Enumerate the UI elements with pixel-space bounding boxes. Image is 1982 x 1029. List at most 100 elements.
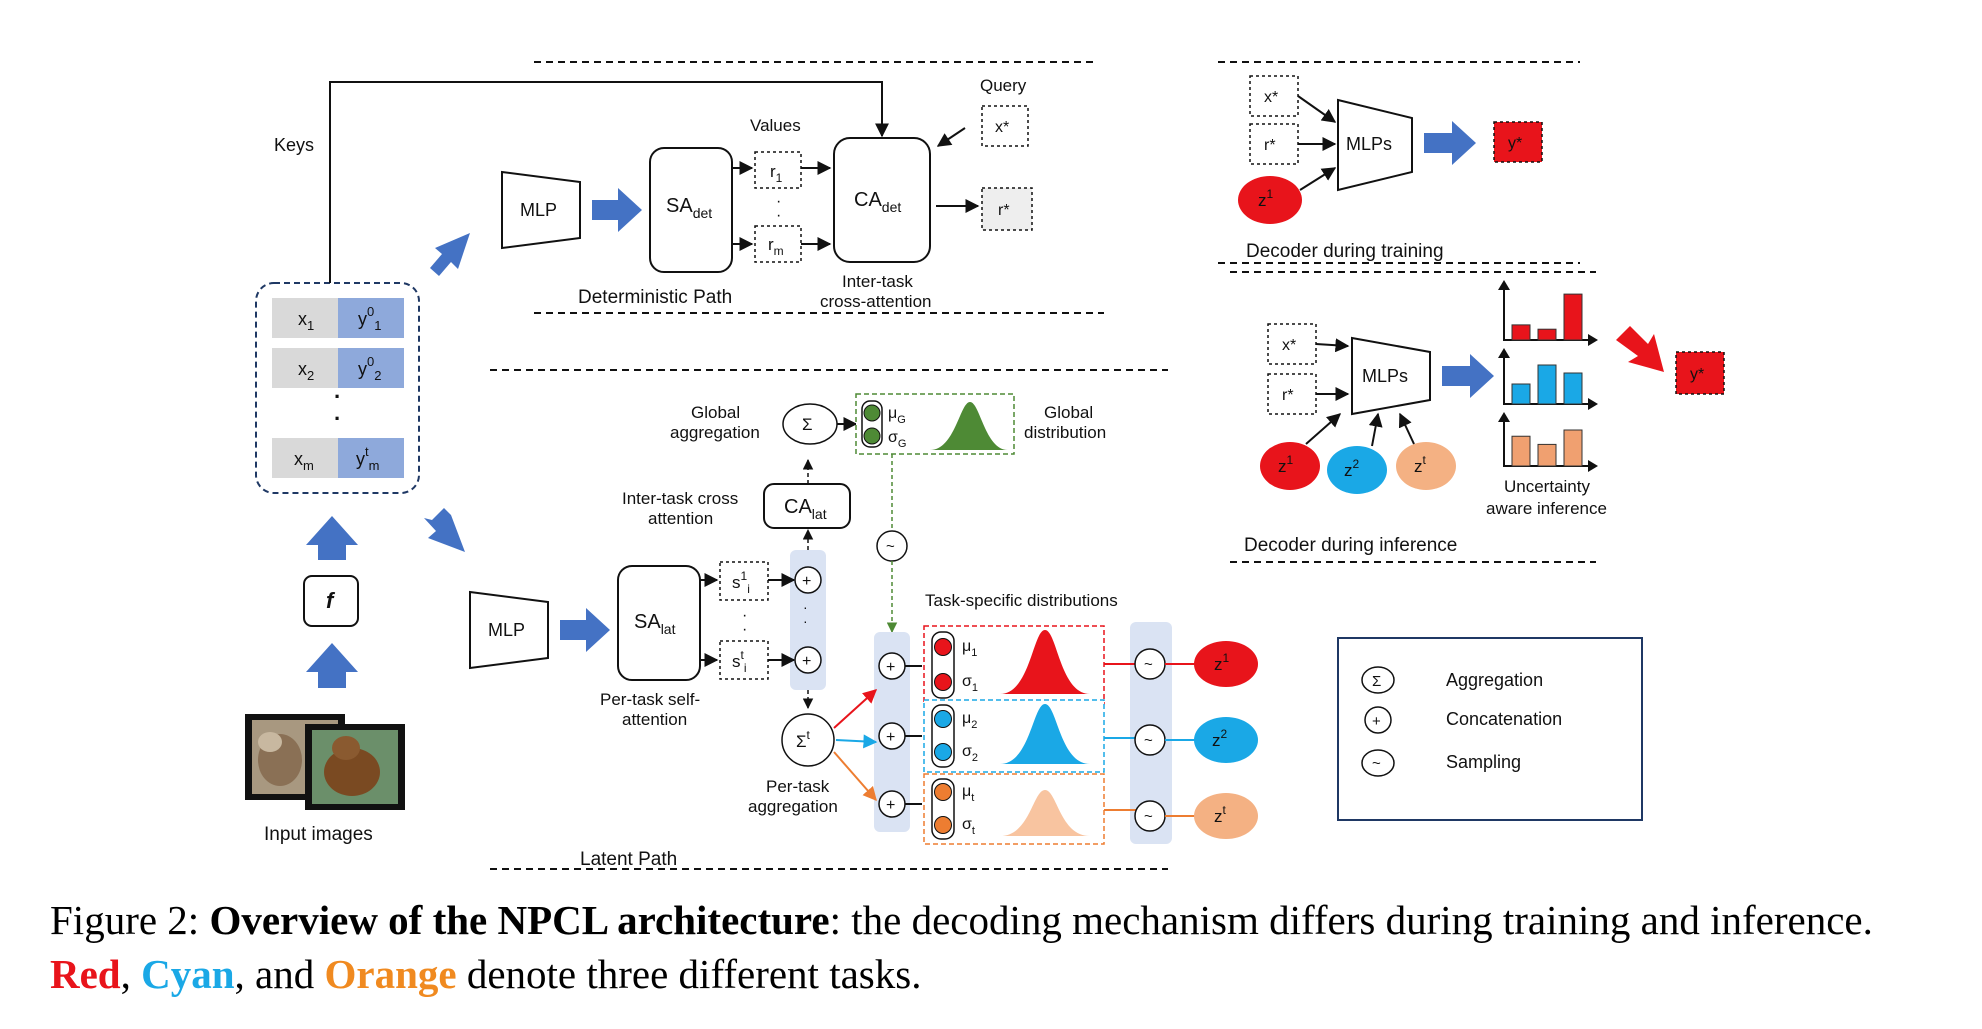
s1-box	[719, 561, 769, 601]
arrow	[1305, 413, 1342, 445]
input-row-m-x: xm	[294, 449, 314, 473]
concat-icon	[794, 566, 822, 594]
orange-task-arrow	[833, 751, 877, 802]
architecture-diagram: x1 y01 x2 y02 · · xm ytm Keys f Input im…	[245, 61, 1725, 870]
red-uncertainty-bar	[1537, 328, 1557, 341]
dec-infer-x-label: x*	[1282, 337, 1296, 354]
z1-latent	[1194, 641, 1258, 687]
dec-train-mlps-label: MLPs	[1346, 134, 1392, 154]
lat-ca-caption-1: Inter-task cross	[622, 489, 738, 508]
legend-concatenation-icon	[1364, 706, 1392, 734]
dec-train-x-box	[1249, 75, 1299, 117]
dec-infer-z2-latent	[1327, 446, 1387, 494]
uncertainty-label-2: aware inference	[1486, 499, 1607, 518]
concat-dots: ·	[803, 599, 808, 615]
uncertainty-bar-charts	[1498, 280, 1598, 472]
det-ca-caption-1: Inter-task	[842, 272, 913, 291]
s1-label: s1i	[732, 569, 750, 596]
zt-label: zt	[1214, 803, 1227, 826]
context-set-border	[255, 282, 420, 494]
input-y-cell	[338, 298, 404, 338]
det-path-label: Deterministic Path	[578, 287, 732, 308]
axis-arrow-icon	[1588, 334, 1598, 346]
sigma-2-dot	[934, 743, 952, 761]
arrow	[1297, 95, 1337, 123]
det-output-r-box	[981, 187, 1033, 231]
orange-uncertainty-bar	[1563, 429, 1583, 467]
global-agg-label-1: Global	[691, 403, 740, 422]
lat-ca-label: CAlat	[784, 496, 827, 522]
sigma-g-label: σG	[888, 429, 906, 450]
values-label: Values	[750, 116, 801, 135]
red-uncertainty-bar	[1563, 293, 1583, 341]
query-label: Query	[980, 76, 1027, 95]
input-y-cell	[338, 438, 404, 478]
task-dist-label: Task-specific distributions	[925, 591, 1118, 610]
legend-sampling-icon	[1361, 749, 1395, 777]
axis-arrow-icon	[1498, 280, 1510, 290]
mu-g-label: μG	[888, 405, 906, 426]
input-row-1-y: y01	[358, 304, 381, 333]
mu-2-dot	[934, 710, 952, 728]
cyan-uncertainty-bar	[1511, 383, 1531, 405]
task-1-distribution-curve	[1000, 630, 1090, 694]
mu-1-label: μ1	[962, 638, 977, 659]
input-x-cell	[272, 298, 338, 338]
per-task-agg-symbol: Σt	[796, 728, 811, 751]
keys-label: Keys	[274, 135, 314, 155]
dec-infer-zt-label: zt	[1414, 453, 1427, 476]
arrow	[1299, 167, 1337, 191]
lat-mlp-label: MLP	[488, 620, 525, 640]
lat-mlp-block	[469, 590, 549, 670]
mu-1-dot	[934, 638, 952, 656]
task-row-t: + μt σt	[878, 773, 1105, 845]
input-images	[245, 714, 405, 810]
global-agg-symbol: Σ	[802, 415, 813, 434]
cyan-uncertainty-bar	[1563, 372, 1583, 405]
dec-train-z-label: z1	[1258, 187, 1274, 210]
det-cross-attention-block	[833, 137, 931, 263]
diag-down-arrow-icon	[424, 508, 465, 552]
det-sa-label: SAdet	[666, 195, 712, 221]
cat-head	[258, 732, 282, 752]
axis-arrow-icon	[1498, 412, 1510, 422]
mu-g-dot	[863, 404, 881, 422]
dec-infer-y-box	[1675, 351, 1725, 395]
dec-infer-z1-latent	[1260, 442, 1320, 490]
dec-train-r-label: r*	[1264, 137, 1276, 154]
value-rm-box	[754, 225, 802, 263]
dec-train-y-label: y*	[1508, 135, 1522, 152]
query-x-box	[981, 105, 1029, 147]
up-arrow-icon	[306, 643, 358, 688]
legend-text-3: Sampling	[1446, 752, 1521, 772]
value-r1-box	[754, 151, 802, 189]
caption-sep-2: , and	[234, 951, 325, 997]
right-arrow-icon	[560, 608, 610, 652]
right-arrow-icon	[1424, 121, 1476, 165]
lat-cross-attention-block	[763, 483, 851, 529]
lat-sa-label: SAlat	[634, 611, 676, 637]
values-dots: ·	[776, 207, 781, 224]
z2-latent	[1194, 717, 1258, 763]
global-agg-label-2: aggregation	[670, 423, 760, 442]
st-label: sti	[732, 648, 747, 675]
dec-infer-mlps-block	[1351, 336, 1431, 416]
det-ca-caption-2: cross-attention	[820, 292, 932, 311]
mu-2-label: μ2	[962, 710, 977, 731]
global-dist-label-1: Global	[1044, 403, 1093, 422]
input-images-label: Input images	[264, 824, 373, 845]
values-dots: ·	[776, 193, 781, 210]
input-dots: ·	[334, 406, 341, 431]
input-row-2-x: x2	[298, 359, 314, 383]
right-arrow-icon	[592, 188, 642, 232]
concat-icon	[794, 646, 822, 674]
mu-t-dot	[934, 783, 952, 801]
input-context-set: x1 y01 x2 y02 · · xm ytm	[255, 282, 420, 494]
sigma-t-dot	[934, 816, 952, 834]
axis-arrow-icon	[1498, 348, 1510, 358]
dec-infer-mlps-label: MLPs	[1362, 366, 1408, 386]
red-bars-axes	[1503, 282, 1592, 341]
axis-arrow-icon	[1588, 460, 1598, 472]
global-distribution-curve	[930, 402, 1008, 450]
dec-infer-z2-label: z2	[1344, 457, 1360, 480]
